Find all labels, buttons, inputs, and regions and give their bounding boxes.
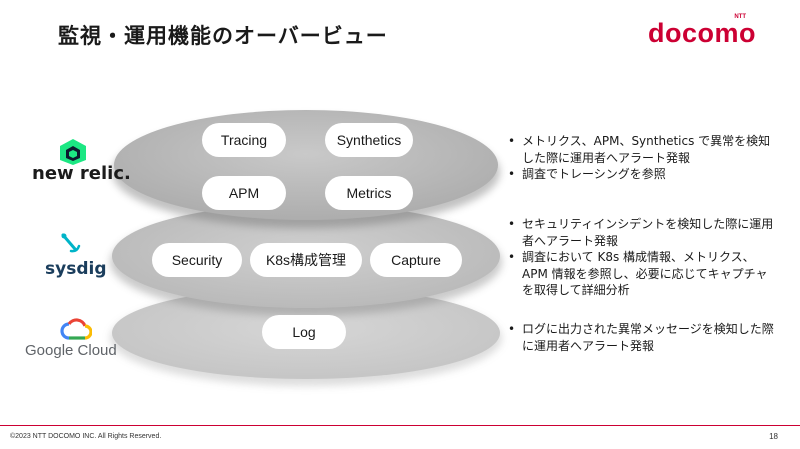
sysdig-description: セキュリティインシデントを検知した際に運用者へアラート発報 調査において K8s… bbox=[506, 216, 776, 299]
synthetics-pill: Synthetics bbox=[325, 123, 413, 157]
desc-item: 調査でトレーシングを参照 bbox=[506, 166, 776, 183]
newrelic-description: メトリクス、APM、Synthetics で異常を検知した際に運用者へアラート発… bbox=[506, 133, 776, 183]
brand-name: docomo bbox=[648, 18, 756, 48]
k8s-config-pill: K8s構成管理 bbox=[250, 243, 362, 277]
security-pill: Security bbox=[152, 243, 242, 277]
footer-divider bbox=[0, 425, 800, 426]
page-number: 18 bbox=[769, 432, 778, 441]
slide-title: 監視・運用機能のオーバービュー bbox=[58, 24, 388, 48]
sysdig-label: sysdig bbox=[45, 259, 107, 279]
layer-top bbox=[114, 110, 498, 220]
log-pill: Log bbox=[262, 315, 346, 349]
docomo-logo: NTT docomo bbox=[626, 14, 756, 50]
apm-pill: APM bbox=[202, 176, 286, 210]
gcp-description: ログに出力された異常メッセージを検知した際に運用者へアラート発報 bbox=[506, 321, 776, 354]
metrics-pill: Metrics bbox=[325, 176, 413, 210]
newrelic-label: new relic. bbox=[32, 163, 131, 184]
desc-item: セキュリティインシデントを検知した際に運用者へアラート発報 bbox=[506, 216, 776, 249]
desc-item: ログに出力された異常メッセージを検知した際に運用者へアラート発報 bbox=[506, 321, 776, 354]
google-cloud-label: Google Cloud bbox=[25, 342, 117, 359]
capture-pill: Capture bbox=[370, 243, 462, 277]
copyright: ©2023 NTT DOCOMO INC. All Rights Reserve… bbox=[10, 433, 162, 440]
desc-item: 調査において K8s 構成情報、メトリクス、APM 情報を参照し、必要に応じてキ… bbox=[506, 249, 776, 299]
sysdig-icon bbox=[57, 232, 83, 258]
tracing-pill: Tracing bbox=[202, 123, 286, 157]
newrelic-icon bbox=[56, 138, 90, 166]
google-cloud-icon bbox=[60, 318, 93, 342]
desc-item: メトリクス、APM、Synthetics で異常を検知した際に運用者へアラート発… bbox=[506, 133, 776, 166]
ntt-label: NTT bbox=[734, 14, 746, 20]
